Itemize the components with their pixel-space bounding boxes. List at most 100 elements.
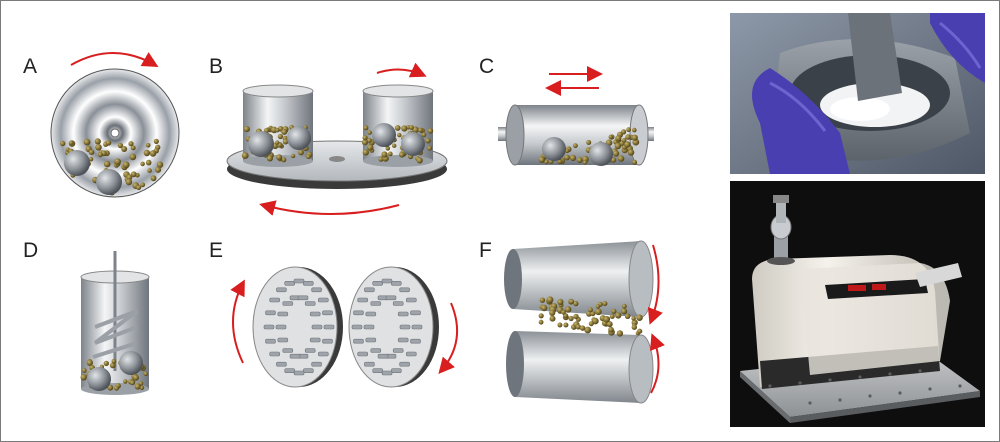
pin (265, 338, 276, 344)
particle (409, 125, 414, 130)
pin (269, 297, 281, 303)
pin (392, 301, 404, 306)
cone-roller-bottom (515, 331, 641, 403)
pin (297, 295, 309, 301)
particle (128, 141, 134, 147)
particle (595, 304, 601, 309)
pin (365, 337, 377, 343)
pin (284, 280, 296, 286)
grinding-ball (119, 351, 143, 375)
panel-b-drawing (226, 62, 448, 216)
pin (410, 310, 421, 316)
rotation-arrow-left-disc (230, 279, 245, 364)
particle (153, 138, 159, 144)
particle (133, 374, 139, 381)
particle (103, 360, 110, 367)
particle (105, 140, 112, 146)
particle (121, 146, 128, 152)
particle (136, 185, 142, 191)
particle (631, 316, 636, 321)
pin (385, 295, 397, 301)
particle (608, 326, 614, 333)
panel-c-drawing (498, 66, 654, 166)
pin (365, 311, 377, 317)
particle (609, 314, 615, 319)
particle (632, 127, 637, 133)
grinding-ball (372, 123, 396, 147)
particle (275, 140, 280, 145)
pin (364, 287, 375, 293)
particle (615, 135, 622, 142)
particle (147, 168, 152, 173)
particle (579, 325, 586, 331)
panel-label-d: D (23, 239, 39, 262)
particle (588, 307, 593, 313)
particle (631, 134, 638, 141)
particle (625, 134, 631, 140)
particle (573, 313, 579, 320)
particle (143, 149, 151, 157)
particle (298, 149, 304, 156)
particle (427, 145, 433, 151)
particle (582, 160, 588, 165)
particle (615, 312, 622, 319)
grinding-ball (401, 132, 425, 156)
particle (549, 315, 556, 322)
particle (538, 313, 544, 319)
particle (416, 157, 423, 164)
particle (366, 138, 372, 143)
rotation-arrow-a (70, 52, 159, 67)
pin (276, 287, 287, 293)
particle (145, 143, 151, 148)
particle (418, 127, 423, 133)
pin-disc-left (252, 266, 338, 388)
particle (557, 298, 564, 306)
particle (81, 368, 87, 373)
particle (367, 144, 374, 151)
pin (302, 368, 314, 374)
particle (621, 308, 628, 315)
grinding-ball (287, 126, 311, 150)
particle (622, 303, 627, 309)
pin (302, 280, 314, 286)
particles-f (538, 296, 643, 337)
particle (143, 371, 148, 377)
particle (610, 157, 617, 163)
particle (401, 125, 408, 132)
pin (284, 368, 296, 374)
particle (88, 156, 94, 162)
pin (405, 351, 417, 357)
pin (353, 310, 364, 316)
particle (584, 326, 592, 334)
particle (94, 138, 101, 145)
pin (323, 324, 335, 330)
particle (621, 137, 627, 143)
particle (586, 310, 592, 317)
rotation-arrow-jar (376, 62, 427, 78)
particle (595, 308, 602, 316)
particle (627, 149, 635, 156)
particle (243, 126, 250, 133)
particle (539, 297, 546, 303)
pin (411, 324, 423, 330)
pin (390, 368, 402, 374)
particle (564, 154, 570, 161)
panel-label-e: E (209, 239, 224, 262)
pin (317, 297, 329, 303)
pin (311, 361, 322, 367)
particle (617, 155, 625, 162)
particle (563, 322, 569, 328)
particle (156, 161, 164, 168)
particle (427, 128, 434, 134)
pin (269, 351, 281, 357)
pin (353, 338, 364, 344)
particle (538, 319, 544, 325)
particle (275, 128, 280, 133)
particle (425, 137, 431, 144)
grinding-ball (96, 169, 122, 195)
particle (608, 134, 613, 140)
particle (140, 182, 146, 188)
particle (549, 309, 556, 316)
pin (289, 353, 301, 359)
pins (263, 278, 423, 376)
